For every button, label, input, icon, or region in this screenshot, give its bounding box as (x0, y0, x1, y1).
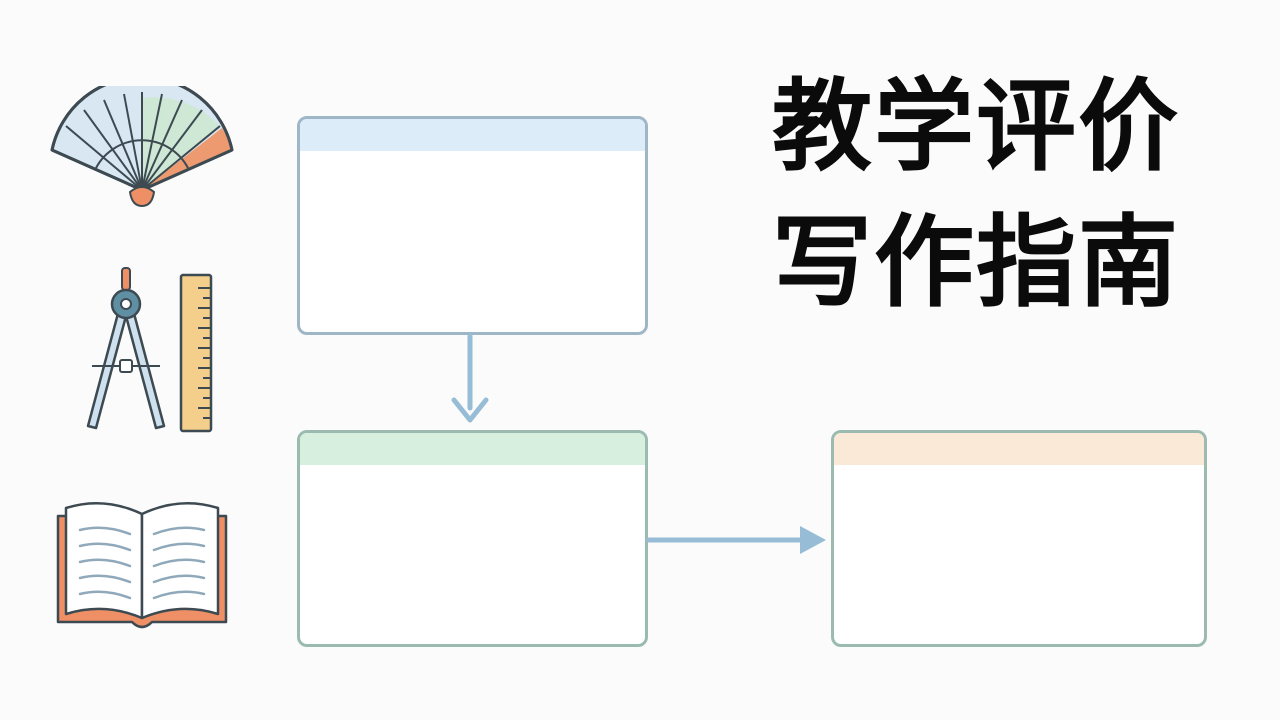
card-header-peach (834, 433, 1204, 465)
card-header-blue (300, 119, 645, 151)
folding-fan-icon (44, 75, 240, 210)
flow-card-bottom-right (831, 430, 1207, 647)
flow-card-bottom-left (297, 430, 648, 647)
arrow-down (451, 333, 489, 423)
open-book-icon (52, 494, 232, 636)
arrow-right (646, 526, 826, 554)
card-header-green (300, 433, 645, 465)
page-title-line-2: 写作指南 (772, 204, 1180, 321)
flow-card-top (297, 116, 648, 335)
ruler-icon (178, 272, 214, 434)
drawing-compass-icon (80, 266, 172, 436)
page-title-line-1: 教学评价 (772, 68, 1180, 185)
